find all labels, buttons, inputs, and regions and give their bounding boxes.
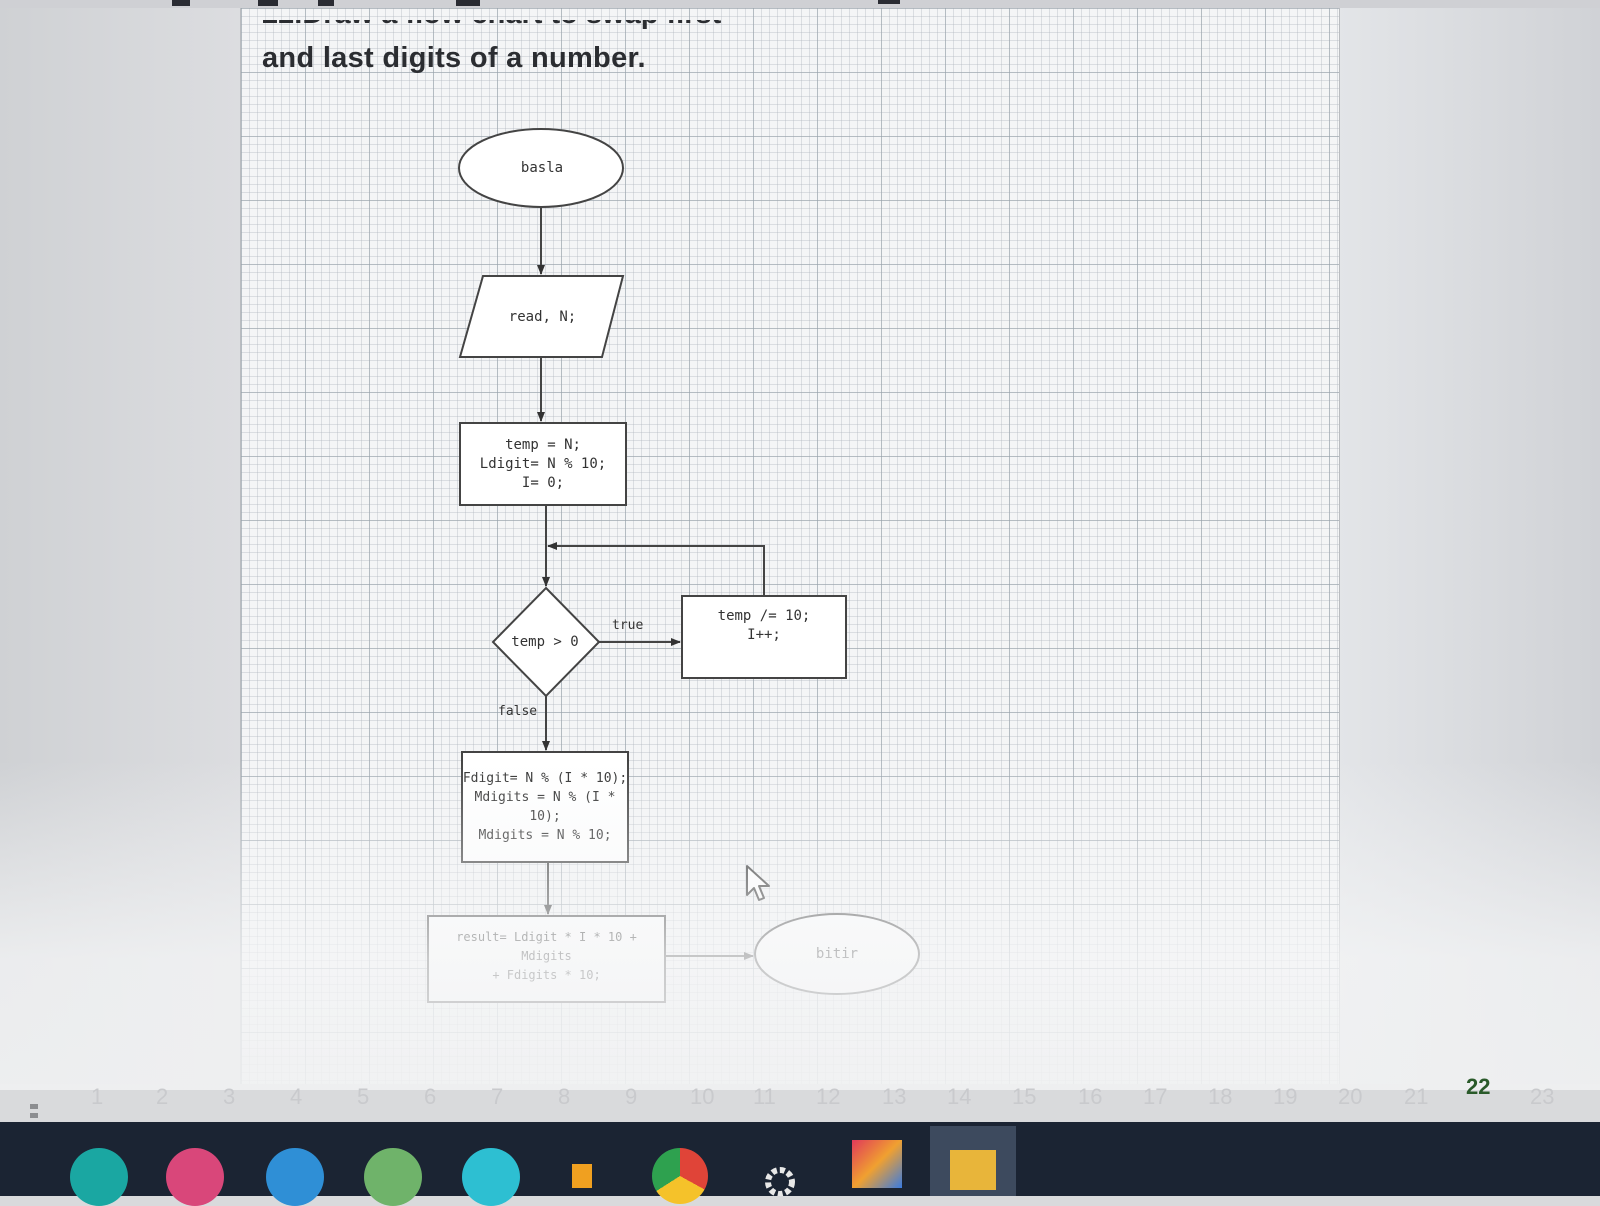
loop-line: temp /= 10; xyxy=(717,608,811,624)
page-number[interactable]: 17 xyxy=(1143,1084,1168,1109)
false-branch-label: false xyxy=(498,704,538,719)
flowchart-diagram xyxy=(427,128,920,1003)
heading-cut-off: 22.Draw a flow chart to swap first xyxy=(262,20,782,32)
condition-label: temp > 0 xyxy=(511,633,579,650)
menu-dots-icon[interactable] xyxy=(30,1104,38,1130)
page-number[interactable]: 2 xyxy=(156,1084,169,1109)
app-icon-pink[interactable] xyxy=(166,1148,224,1206)
window-top-bar xyxy=(0,0,1600,8)
toolbar-icon[interactable] xyxy=(172,0,190,6)
page-number[interactable]: 15 xyxy=(1012,1084,1037,1109)
init-process-box xyxy=(459,422,627,506)
init-line: temp = N; xyxy=(505,436,581,453)
digits-line: Fdigit= N % (I * 10); xyxy=(462,771,628,786)
true-branch-label: true xyxy=(612,618,644,633)
page-number[interactable]: 4 xyxy=(290,1084,303,1109)
settings-gear-icon[interactable] xyxy=(760,1162,800,1196)
page-number[interactable]: 12 xyxy=(816,1084,841,1109)
digits-line: Mdigits = N % (I * 10); xyxy=(474,790,616,824)
page-number[interactable]: 21 xyxy=(1404,1084,1429,1109)
page-number[interactable]: 23 xyxy=(1530,1084,1555,1109)
page-number-active[interactable]: 22 xyxy=(1466,1074,1491,1099)
app-icon-orange[interactable] xyxy=(572,1164,592,1188)
page-number[interactable]: 9 xyxy=(625,1084,638,1109)
app-icon-blue[interactable] xyxy=(266,1148,324,1206)
page-number[interactable]: 18 xyxy=(1208,1084,1233,1109)
file-manager-icon[interactable] xyxy=(950,1150,996,1190)
start-label: basla xyxy=(520,159,564,176)
end-label: bitir xyxy=(815,945,859,962)
page-navigator: 1 2 3 4 5 6 7 8 9 10 11 12 13 14 15 16 1… xyxy=(0,1066,1600,1130)
page-number[interactable]: 13 xyxy=(882,1084,907,1109)
page-number[interactable]: 8 xyxy=(558,1084,571,1109)
page-number[interactable]: 19 xyxy=(1273,1084,1298,1109)
digits-line: Mdigits = N % 10; xyxy=(478,828,612,843)
app-icon-cyan[interactable] xyxy=(462,1148,520,1206)
result-line: + Fdigits * 10; xyxy=(492,967,601,982)
page-number[interactable]: 10 xyxy=(690,1084,715,1109)
app-icon-green[interactable] xyxy=(364,1148,422,1206)
loop-line: I++; xyxy=(747,627,781,643)
loop-body-box xyxy=(681,595,847,679)
toolbar-icon[interactable] xyxy=(456,0,480,6)
page-number[interactable]: 20 xyxy=(1338,1084,1363,1109)
page-number[interactable]: 14 xyxy=(947,1084,972,1109)
result-line: result= Ldigit * I * 10 + Mdigits xyxy=(456,929,637,963)
app-icon-teal[interactable] xyxy=(70,1148,128,1206)
page-number[interactable]: 3 xyxy=(223,1084,236,1109)
loop-body-text: temp /= 10; I++; xyxy=(682,604,846,648)
document-heading: and last digits of a number. xyxy=(262,42,646,74)
input-parallelogram xyxy=(458,275,625,358)
toolbar-icon[interactable] xyxy=(878,0,900,4)
toolbar-icon[interactable] xyxy=(258,0,278,6)
page-number[interactable]: 16 xyxy=(1078,1084,1103,1109)
result-text: result= Ldigit * I * 10 + Mdigits + Fdig… xyxy=(428,930,665,982)
page-number[interactable]: 5 xyxy=(357,1084,370,1109)
page-number[interactable]: 6 xyxy=(424,1084,437,1109)
toolbar-icon[interactable] xyxy=(318,0,334,6)
page-number[interactable]: 7 xyxy=(491,1084,504,1109)
digits-text: Fdigit= N % (I * 10); Mdigits = N % (I *… xyxy=(462,768,628,846)
page-number[interactable]: 1 xyxy=(91,1084,104,1109)
taskbar xyxy=(0,1122,1600,1196)
init-line: I= 0; xyxy=(521,474,565,491)
input-label: read, N; xyxy=(508,308,577,325)
mouse-pointer-icon xyxy=(746,865,770,901)
photos-icon[interactable] xyxy=(852,1140,902,1188)
page-number[interactable]: 11 xyxy=(753,1084,776,1109)
init-text: temp = N; Ldigit= N % 10; I= 0; xyxy=(460,423,626,505)
arrow-loop-back xyxy=(547,542,765,596)
chrome-icon[interactable] xyxy=(652,1148,708,1204)
init-line: Ldigit= N % 10; xyxy=(479,455,607,472)
